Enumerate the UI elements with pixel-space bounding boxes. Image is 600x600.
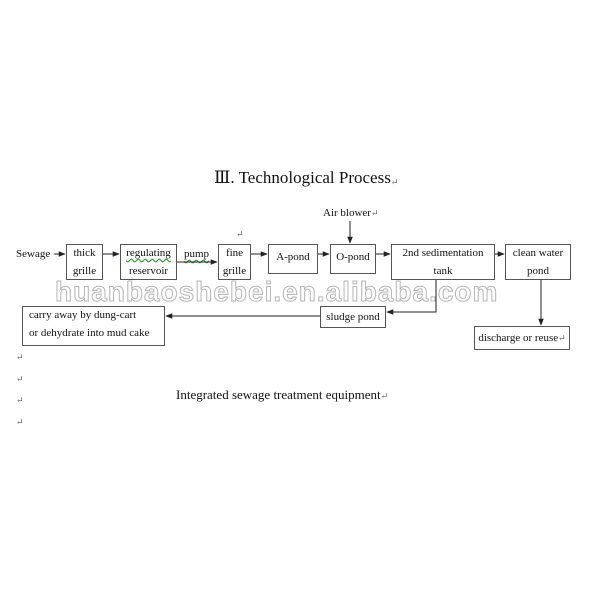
caption: Integrated sewage treatment equipment↵ [176,387,389,402]
box-label: sludge pond [326,311,380,323]
regulating-reservoir-box: regulating reservoir [120,244,177,280]
box-label: 2nd sedimentation [402,247,484,259]
paragraph-mark: ↵ [558,333,566,343]
dung-cart-box: carry away by dung-cart or dehydrate int… [22,306,165,346]
paragraph-mark: ↵ [16,417,24,427]
thick-grille-box: thick grille [66,244,103,280]
pump-label: pump [184,248,210,260]
paragraph-mark: ↵ [380,391,389,401]
box-label: regulating [126,247,171,259]
box-label: fine [225,247,244,259]
box-label: clean water [512,247,564,259]
a-pond-box: A-pond [268,244,318,274]
box-label: A-pond [276,251,310,263]
discharge-box: discharge or reuse↵ [474,326,570,350]
page-title: Ⅲ. Technological Process↵ [214,168,399,187]
box-label: discharge or reuse↵ [478,332,566,344]
air-blower-label: Air blower↵ [323,207,379,219]
paragraph-mark: ↵ [16,374,24,384]
clean-water-pond-box: clean water pond [505,244,571,280]
paragraph-mark: ↵ [16,395,24,405]
paragraph-mark: ↵ [370,208,379,218]
box-label: pond [527,265,549,277]
o-pond-box: O-pond [330,244,376,274]
box-label: grille [222,265,247,277]
arrow-sedimentation-to-sludge [386,280,437,315]
paragraph-mark: ↵ [16,352,24,362]
box-label: thick [73,247,96,259]
box-label: O-pond [336,251,370,263]
box-label: grille [72,265,97,277]
sewage-label: Sewage [16,248,51,260]
box-label: carry away by dung-cart [29,309,137,321]
sedimentation-tank-box: 2nd sedimentation tank [391,244,495,280]
paragraph-mark: ↵ [236,229,244,239]
box-label: tank [433,265,453,277]
paragraph-mark: ↵ [390,177,399,187]
box-label: reservoir [128,265,169,277]
sludge-pond-box: sludge pond [320,306,386,328]
box-label: or dehydrate into mud cake [29,327,150,339]
fine-grille-box: fine grille [218,244,251,280]
